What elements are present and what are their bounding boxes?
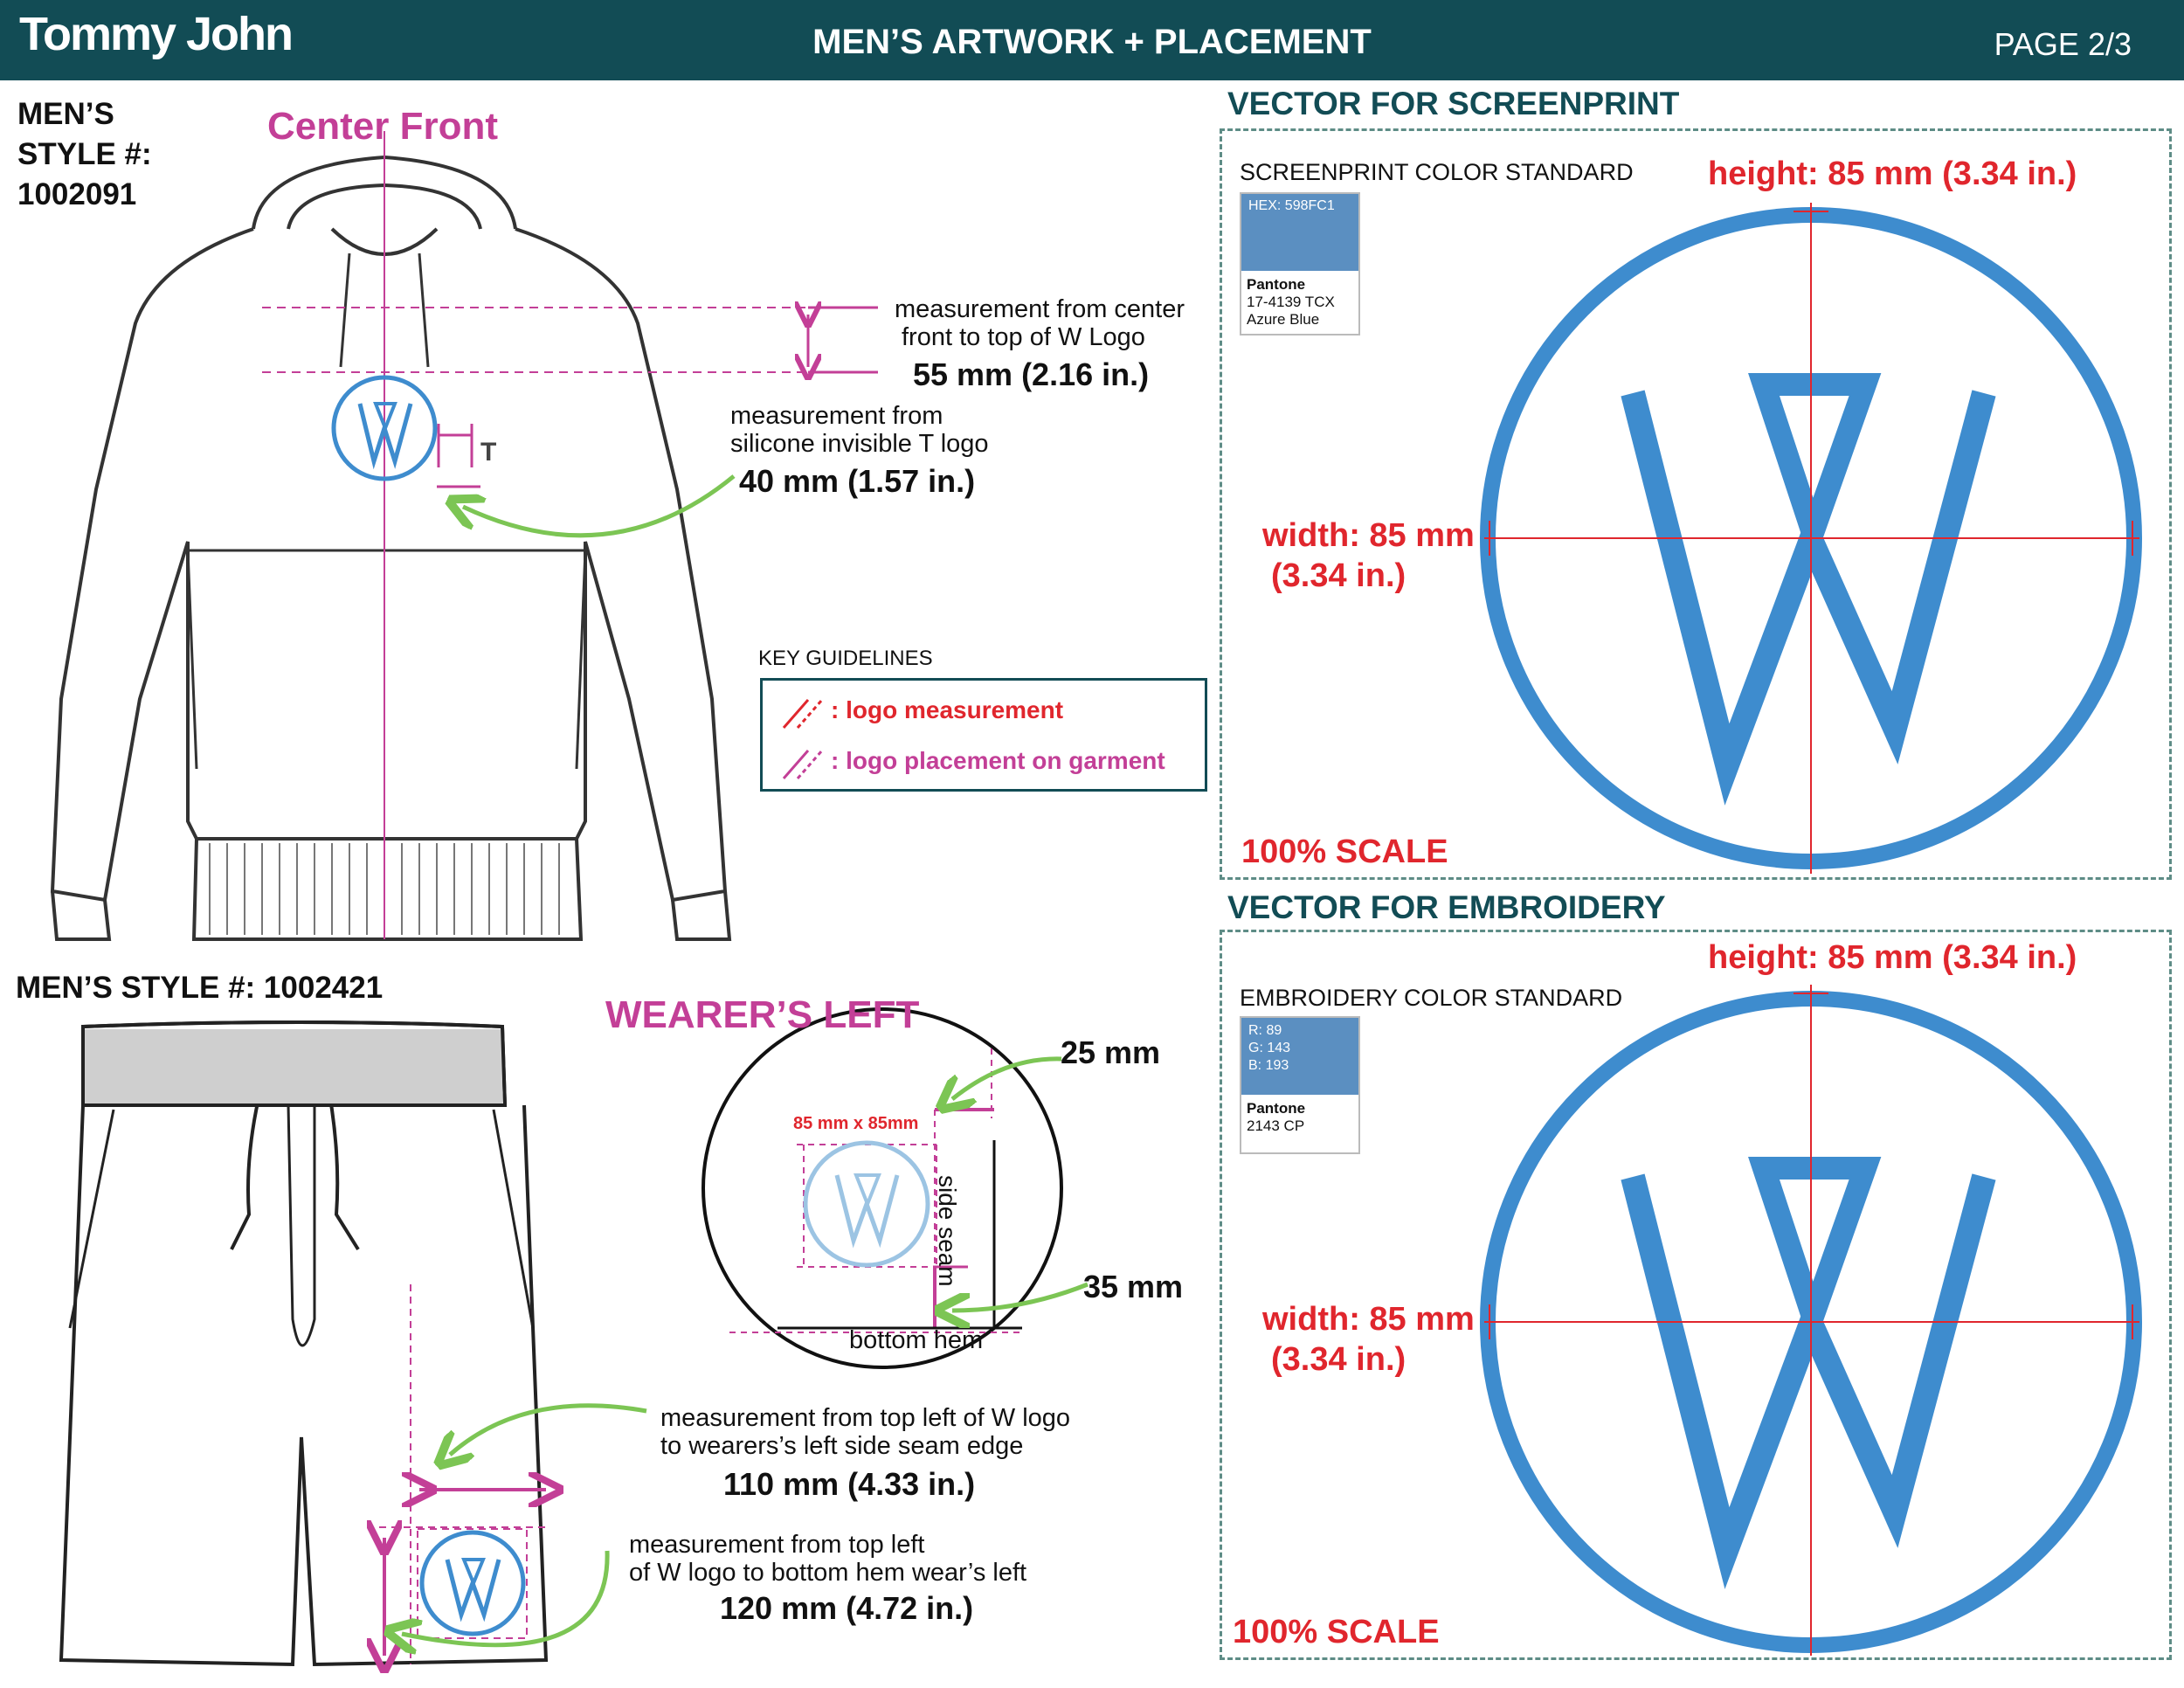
detail-bottom-value: 35 mm [1083, 1269, 1184, 1304]
hoodie-style-line1: MEN’S [17, 97, 114, 131]
t-logo-measure-line1: measurement from [730, 402, 943, 430]
embroidery-width-line1: width: 85 mm [1262, 1301, 1475, 1338]
side-seam-measure-line1: measurement from top left of W logo [660, 1404, 1071, 1432]
embroidery-g: G: 143 [1248, 1041, 1291, 1055]
embroidery-height: height: 85 mm (3.34 in.) [1708, 939, 2077, 976]
detail-circle [702, 1007, 1063, 1369]
screenprint-pantone-name: Azure Blue [1247, 311, 1320, 328]
embroidery-pantone-label: Pantone [1247, 1100, 1306, 1117]
screenprint-pantone: Pantone 17-4139 TCX Azure Blue [1241, 271, 1358, 334]
center-measure-line2: front to top of W Logo [902, 323, 1145, 351]
hoodie-style-number: 1002091 [17, 177, 137, 211]
embroidery-w-logo [1480, 985, 2142, 1656]
key-guidelines-box: : logo measurement : logo placement on g… [760, 678, 1207, 792]
garment-illustrations: T [50, 131, 1089, 1688]
screenprint-width-line2: (3.34 in.) [1271, 557, 1406, 594]
side-seam-text: side seam [934, 1175, 961, 1287]
key-guidelines-title: KEY GUIDELINES [758, 647, 933, 670]
embroidery-r: R: 89 [1248, 1023, 1282, 1038]
center-measure-line1: measurement from center [895, 295, 1185, 323]
center-measure-value: 55 mm (2.16 in.) [913, 356, 1150, 392]
t-logo-measure-text: measurement from silicone invisible T lo… [730, 402, 989, 458]
page-title: MEN’S ARTWORK + PLACEMENT [812, 23, 1372, 61]
placement-line-icon [782, 750, 824, 779]
measurement-line-icon [782, 699, 824, 729]
embroidery-panel: EMBROIDERY COLOR STANDARD R: 89 G: 143 B… [1220, 930, 2172, 1660]
embroidery-pantone-code: 2143 CP [1247, 1117, 1305, 1134]
page-header [0, 0, 2184, 80]
t-logo-measure-value: 40 mm (1.57 in.) [739, 463, 976, 499]
center-measure-text: measurement from center front to top of … [895, 295, 1185, 351]
shorts-w-logo [419, 1530, 526, 1636]
hoodie-style-line2: STYLE #: [17, 137, 152, 171]
side-seam-measure-value: 110 mm (4.33 in.) [723, 1466, 976, 1502]
detail-w-logo [803, 1140, 930, 1268]
hoodie-w-logo [331, 375, 438, 481]
side-seam-measure-text: measurement from top left of W logo to w… [660, 1404, 1070, 1460]
hem-measure-line1: measurement from top left [629, 1531, 925, 1559]
hem-measure-line2: of W logo to bottom hem wear’s left [629, 1559, 1027, 1587]
screenprint-scale: 100% SCALE [1241, 834, 1448, 870]
embroidery-width: width: 85 mm (3.34 in.) [1262, 1299, 1475, 1380]
screenprint-height: height: 85 mm (3.34 in.) [1708, 156, 2077, 192]
hem-measure-text: measurement from top left of W logo to b… [629, 1531, 1026, 1587]
side-seam-label: side seam [933, 1175, 961, 1394]
embroidery-rgb: R: 89 G: 143 B: 193 [1241, 1018, 1358, 1095]
shorts-style-label: MEN’S STYLE #: 1002421 [16, 971, 384, 1005]
page-number: PAGE 2/3 [1994, 26, 2132, 62]
key-placement-label: : logo placement on garment [831, 747, 1165, 774]
center-front-label: Center Front [267, 105, 498, 148]
screenprint-swatch: HEX: 598FC1 Pantone 17-4139 TCX Azure Bl… [1240, 192, 1360, 336]
hem-measure-value: 120 mm (4.72 in.) [720, 1590, 974, 1626]
embroidery-swatch: R: 89 G: 143 B: 193 Pantone 2143 CP [1240, 1016, 1360, 1154]
screenprint-hex: HEX: 598FC1 [1241, 194, 1358, 271]
brand-logo: Tommy John [19, 8, 294, 60]
shorts-drawing [59, 1020, 549, 1667]
t-logo-measure-line2: silicone invisible T logo [730, 430, 989, 458]
hoodie-style-label: MEN’S STYLE #: 1002091 [17, 94, 152, 215]
svg-text:T: T [480, 438, 496, 467]
hoodie-drawing [50, 155, 732, 941]
embroidery-b: B: 193 [1248, 1058, 1289, 1073]
side-seam-measure-line2: to wearers’s left side seam edge [660, 1432, 1024, 1460]
screenprint-pantone-code: 17-4139 TCX [1247, 294, 1335, 310]
screenprint-width-line1: width: 85 mm [1262, 517, 1475, 554]
key-measurement-label: : logo measurement [831, 696, 1064, 723]
screenprint-title: VECTOR FOR SCREENPRINT [1227, 86, 1680, 121]
embroidery-standard: EMBROIDERY COLOR STANDARD [1240, 985, 1623, 1011]
screenprint-panel: SCREENPRINT COLOR STANDARD HEX: 598FC1 P… [1220, 128, 2172, 880]
detail-top-value: 25 mm [1061, 1034, 1161, 1070]
detail-size-label: 85 mm x 85mm [793, 1114, 919, 1133]
embroidery-scale: 100% SCALE [1233, 1614, 1440, 1650]
wearers-left-label: WEARER’S LEFT [605, 993, 920, 1036]
bottom-hem-label: bottom hem [849, 1326, 984, 1354]
embroidery-width-line2: (3.34 in.) [1271, 1341, 1406, 1378]
screenprint-w-logo [1480, 203, 2142, 874]
screenprint-standard: SCREENPRINT COLOR STANDARD [1240, 159, 1634, 185]
screenprint-width: width: 85 mm (3.34 in.) [1262, 515, 1475, 596]
screenprint-pantone-label: Pantone [1247, 276, 1306, 293]
embroidery-pantone: Pantone 2143 CP [1241, 1095, 1358, 1152]
embroidery-title: VECTOR FOR EMBROIDERY [1227, 889, 1666, 925]
